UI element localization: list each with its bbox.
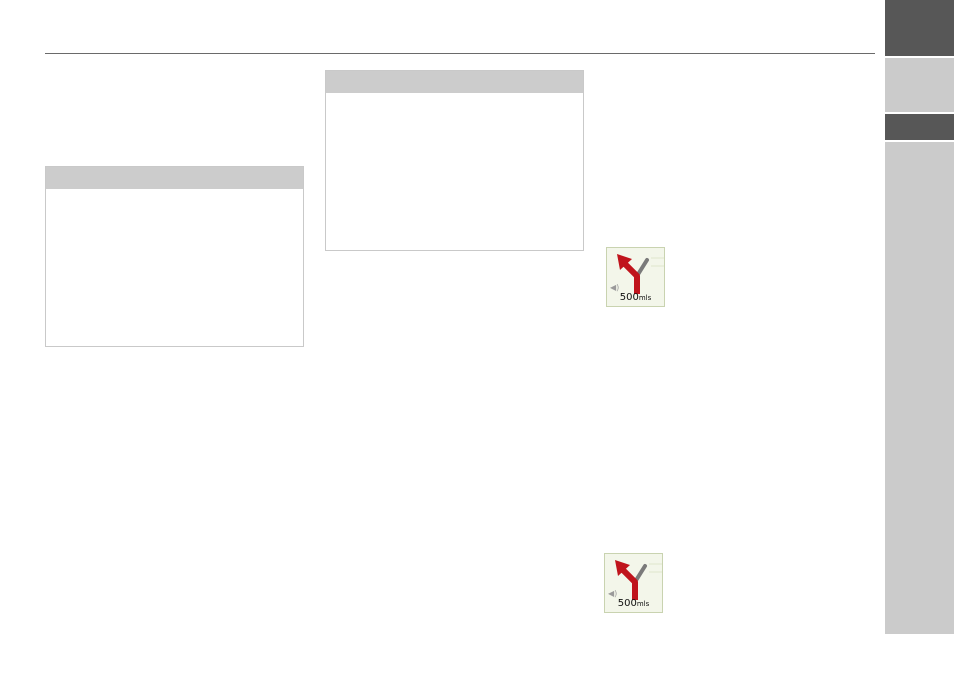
chapter-tab [885, 0, 954, 56]
distance-label: 500mls [605, 591, 662, 610]
turn-left-arrow-icon [617, 254, 664, 294]
note-box-left [45, 166, 304, 347]
distance-unit: mls [638, 294, 652, 302]
note-box-middle [325, 70, 584, 251]
speaker-icon: ◀) [608, 589, 618, 598]
turn-left-arrow-icon [615, 560, 662, 600]
note-box-header [326, 71, 583, 93]
distance-value: 500 [617, 598, 637, 609]
navigation-arrow-thumbnail: ◀) 500mls [604, 553, 663, 613]
chapter-tab [885, 142, 954, 634]
distance-unit: mls [636, 600, 650, 608]
chapter-tab-active [885, 114, 954, 140]
speaker-icon: ◀) [610, 283, 620, 292]
header-rule [45, 53, 875, 54]
navigation-arrow-thumbnail: ◀) 500mls [606, 247, 665, 307]
note-box-header [46, 167, 303, 189]
distance-label: 500mls [607, 285, 664, 304]
distance-value: 500 [619, 292, 639, 303]
chapter-tab [885, 58, 954, 112]
chapter-tab-strip [885, 0, 954, 634]
